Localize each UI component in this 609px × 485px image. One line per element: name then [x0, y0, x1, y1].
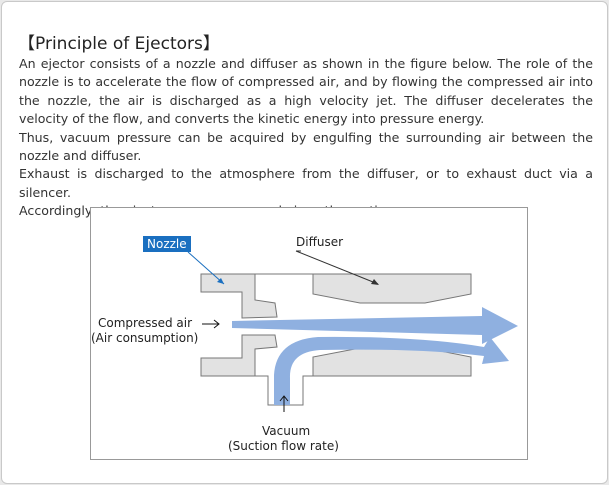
diffuser-leader [295, 250, 379, 285]
paragraph: Thus, vacuum pressure can be acquired by… [19, 129, 593, 164]
compressed-air-flow-arrow [232, 307, 518, 344]
nozzle-label: Nozzle [143, 236, 191, 252]
paragraph: An ejector consists of a nozzle and diff… [19, 56, 593, 127]
vacuum-label: Vacuum [262, 424, 311, 438]
page-title: 【Principle of Ejectors】 [18, 34, 220, 54]
description: An ejector consists of a nozzle and diff… [19, 55, 593, 221]
suction-flow-arrow [274, 336, 509, 405]
nozzle-lower [200, 334, 278, 377]
diffuser-upper [312, 273, 472, 304]
paragraph: Exhaust is discharged to the atmosphere … [19, 166, 593, 200]
air-consumption-label: (Air consumption) [91, 331, 199, 345]
nozzle-upper [200, 273, 278, 319]
suction-flow-label: (Suction flow rate) [228, 439, 339, 453]
compressed-air-label: Compressed air [98, 316, 193, 330]
nozzle-leader [187, 251, 225, 285]
diffuser-label: Diffuser [296, 235, 344, 249]
